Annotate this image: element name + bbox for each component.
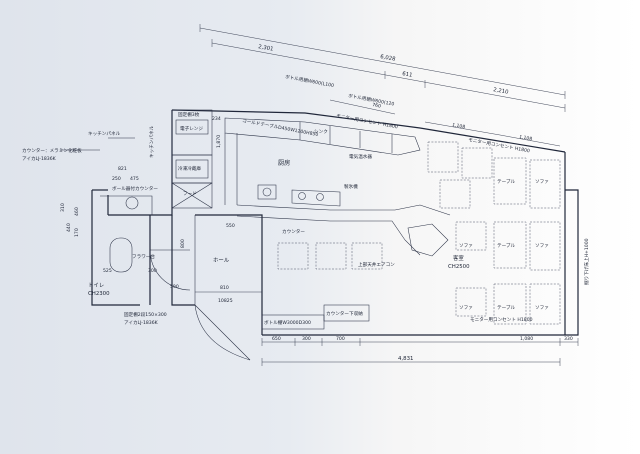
dim-800: 800 <box>180 239 186 248</box>
dim-top-mid: 611 <box>402 71 413 79</box>
walls <box>91 109 579 336</box>
label-counter-melamine: カウンター：メラミン化粧板 <box>22 147 82 154</box>
label-toilet: トイレ <box>88 283 104 289</box>
dim-1108-b: 1,108 <box>519 134 533 142</box>
label-bowl-counter: ボール器付カウンター <box>112 185 158 192</box>
dim-top-total: 6,028 <box>380 54 397 63</box>
dim-top-left: 2,301 <box>258 44 274 53</box>
bottom-shelves <box>261 304 370 330</box>
label-kitchen-panel-side: キッチンパネル <box>149 125 155 158</box>
dim-300: 300 <box>148 268 157 274</box>
label-toilet-ch: CH2300 <box>88 291 110 297</box>
label-sofa-3: ソファ <box>535 305 549 311</box>
label-sink: シンク <box>314 129 328 135</box>
label-sofa-4: ソファ <box>459 305 473 311</box>
dim-821: 821 <box>118 166 127 172</box>
dim-310: 310 <box>60 203 66 212</box>
dim-bottom-700: 700 <box>336 336 345 342</box>
label-kitchen: 厨房 <box>278 159 290 167</box>
left-storage <box>171 109 213 209</box>
dim-234: 234 <box>212 116 221 122</box>
dim-bottom-330: 330 <box>564 336 573 342</box>
label-stock-shelf: 固定棚3枚 <box>178 111 200 118</box>
dim-440: 440 <box>66 223 72 232</box>
label-freezer: 冷凍冷蔵庫 <box>178 165 201 172</box>
label-table-3: テーブル <box>497 304 516 311</box>
dim-760: 760 <box>372 102 382 110</box>
label-ceiling-ac: 上部天井エアコン <box>358 261 395 268</box>
label-fixed-shelf-bottom: 固定棚2段150×300 <box>124 311 167 318</box>
label-guest-room: 客室 <box>453 254 464 262</box>
dim-590: 590 <box>170 284 179 290</box>
label-sofa-2: ソファ <box>535 243 549 249</box>
label-electric-range: 電子レンジ <box>180 125 203 132</box>
dim-460: 460 <box>74 207 80 216</box>
dim-170: 170 <box>74 228 80 237</box>
dim-475: 475 <box>130 176 139 182</box>
guest-seating <box>277 141 561 325</box>
dim-1108-a: 1,108 <box>452 122 466 130</box>
toilet-room <box>100 195 191 291</box>
dim-810: 810 <box>220 285 229 291</box>
dim-bottom-1080: 1,080 <box>520 336 533 342</box>
label-counter: カウンター <box>282 228 305 235</box>
dim-10825: 10825 <box>218 298 233 304</box>
dim-250: 250 <box>112 176 121 182</box>
label-table-2: テーブル <box>497 242 516 249</box>
front-counter <box>236 184 451 257</box>
dim-550: 550 <box>226 223 235 229</box>
label-kitchen-panel: キッチンパネル <box>88 131 121 137</box>
dim-525: 525 <box>103 268 112 274</box>
label-hall: ホール <box>213 257 230 264</box>
kitchen-counter <box>224 117 421 205</box>
label-aica-bottom: アイカLJ-1836K <box>124 320 159 326</box>
dim-top-right: 2,210 <box>493 87 510 96</box>
label-aica-top: アイカLJ-1836K <box>22 156 57 162</box>
label-guest-ch: CH2500 <box>448 264 470 270</box>
label-monitor-bottom: モニター用コンセント H1800 <box>470 316 533 323</box>
hall-area <box>194 215 262 361</box>
dim-bottom-total: 4,831 <box>398 356 413 362</box>
label-sofa-1: ソファ <box>535 179 549 185</box>
dim-bottom-300: 300 <box>302 336 311 342</box>
dim-bottom-650: 650 <box>272 336 281 342</box>
bottom-dimension-lines <box>261 338 579 366</box>
label-flower-stand: フラワー台 <box>132 253 155 260</box>
label-bottle-shelf-1: ボトル用棚W600(L100 <box>285 73 335 89</box>
dim-1870: 1,870 <box>216 135 222 148</box>
label-water-heater: 電気温水器 <box>349 153 372 160</box>
label-ice-maker: 製氷機 <box>344 183 358 190</box>
label-bottle-shelf-bottom: ボトル棚W3000D300 <box>264 319 311 326</box>
top-dimension-lines <box>199 24 566 147</box>
label-hood: フード <box>183 191 197 197</box>
label-cold-table: コールドテーブルD450W1200H850 <box>242 117 319 138</box>
label-counter-bottom: カウンター下収納 <box>326 310 363 317</box>
label-sofa-5: ソファ <box>459 243 473 249</box>
label-table-1: テーブル <box>497 178 516 185</box>
label-raised-floor: 掘り下げ床上H+1000 <box>583 238 590 285</box>
